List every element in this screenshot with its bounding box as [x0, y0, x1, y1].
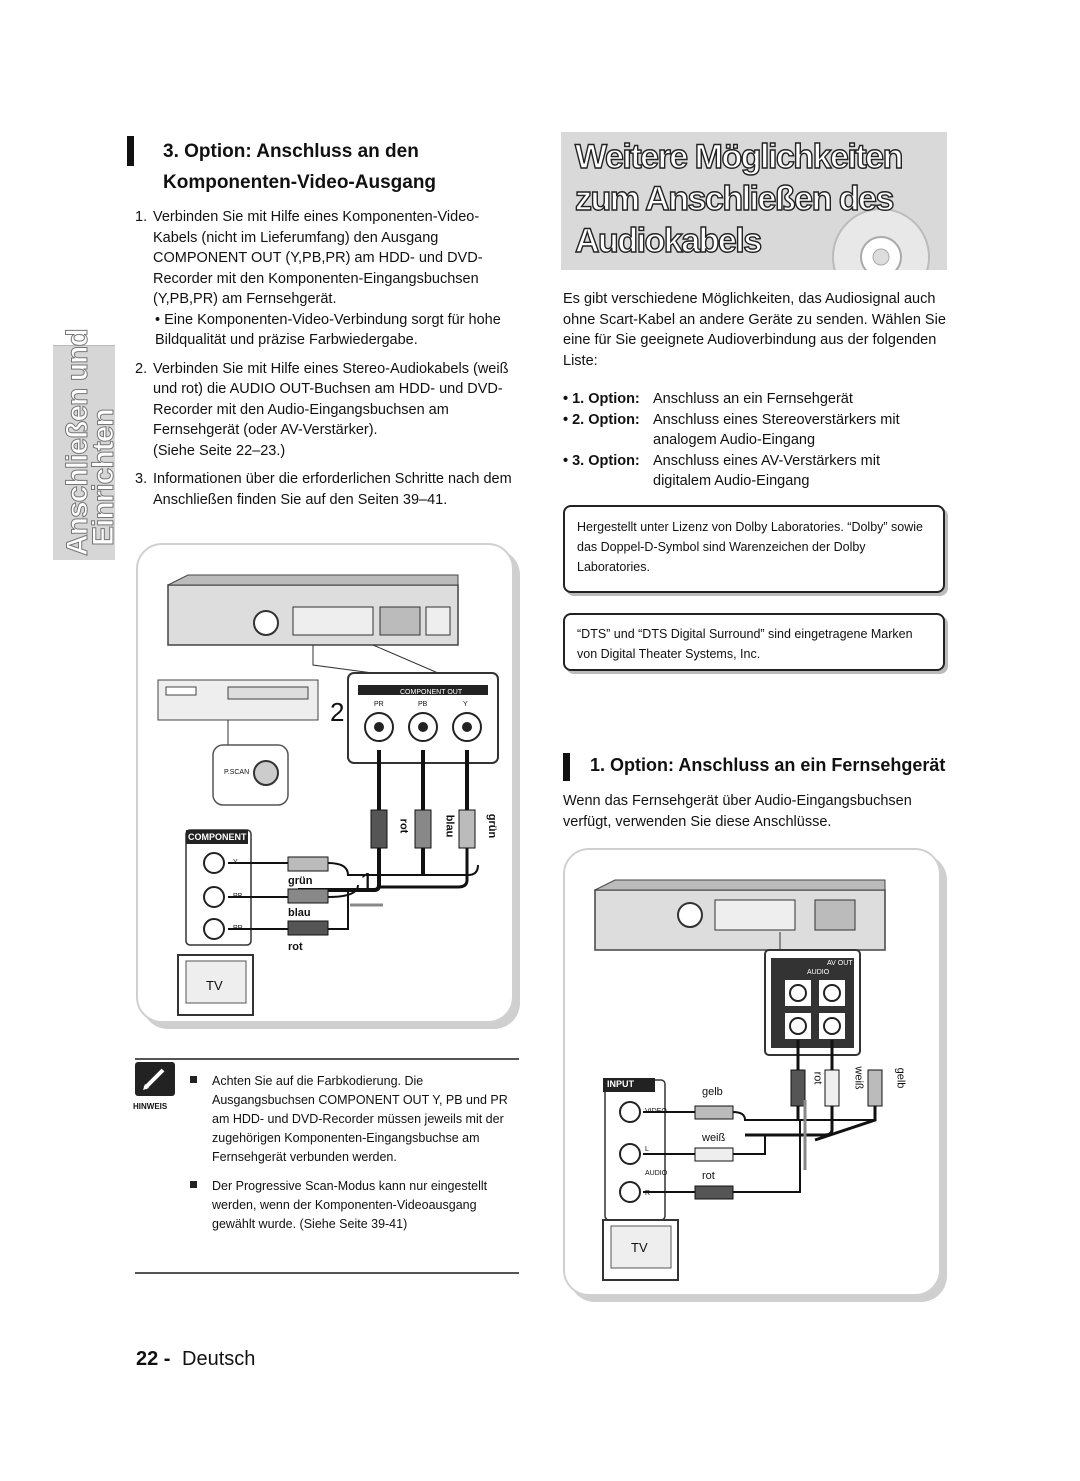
cable-label-blau: blau [288, 907, 311, 919]
cable-label-rot: rot [702, 1170, 715, 1182]
subheading-marker [563, 753, 570, 781]
l-jack-label: L [645, 1146, 649, 1153]
component-out-panel [347, 672, 499, 764]
section-side-tab: Anschließen und Einrichten [53, 329, 121, 560]
recorder-front-panel [157, 679, 319, 721]
jack-label-pb: PB [418, 701, 428, 708]
note-item: Der Progressive Scan-Modus kann nur eing… [190, 1177, 510, 1234]
dts-notice: “DTS” und “DTS Digital Surround” sind ei… [563, 613, 945, 671]
cable-label-rot-top: rot [811, 1071, 824, 1085]
component-connection-diagram: COMPONENT OUT PR PB Y 2 1 P.SCAN COMPONE… [136, 543, 514, 1023]
step-2-marker: 2 [330, 697, 345, 727]
cable-label-gelb-top: gelb [894, 1067, 907, 1089]
page-title-line2: zum Anschließen des [574, 179, 895, 218]
av-out-label: AV OUT [827, 960, 853, 967]
jack-label-y: Y [463, 701, 468, 708]
recorder-rear-panel [167, 574, 459, 646]
av-out-panel [764, 949, 861, 1056]
left-steps: 1. Verbinden Sie mit Hilfe eines Kompone… [135, 207, 513, 518]
note-top-rule [135, 1058, 519, 1060]
tv-component-panel [185, 829, 252, 946]
option1-heading: 1. Option: Anschluss an ein Fernsehgerät [590, 755, 946, 775]
note-pencil-icon [135, 1062, 175, 1096]
option-item: • 2. Option: Anschluss eines Stereoverst… [563, 411, 900, 449]
page-title-line1: Weitere Möglichkeiten [574, 137, 904, 176]
step-text: Verbinden Sie mit Hilfe eines Komponente… [153, 209, 483, 307]
note-list: Achten Sie auf die Farbkodierung. Die Au… [190, 1072, 510, 1234]
option1-text: Wenn das Fernsehgerät über Audio-Eingang… [563, 793, 912, 830]
cable-label-rot-top: rot [397, 818, 410, 834]
intro-text: Es gibt verschiedene Möglichkeiten, das … [563, 291, 946, 369]
audio-diagram-svg [594, 879, 886, 1281]
tv-jack-pr: PR [233, 925, 243, 932]
step-text: Verbinden Sie mit Hilfe eines Stereo-Aud… [153, 360, 509, 439]
page-number: 22 - [136, 1348, 171, 1370]
note-bottom-rule [135, 1272, 519, 1274]
step-sub: (Siehe Seite 22–23.) [153, 442, 286, 459]
step-sub: • Eine Komponenten-Video-Verbindung sorg… [155, 311, 501, 349]
cable-label-blau-top: blau [443, 814, 456, 838]
step-item: 1. Verbinden Sie mit Hilfe eines Kompone… [135, 207, 513, 351]
diagram-svg [157, 574, 499, 1016]
dolby-notice: Hergestellt unter Lizenz von Dolby Labor… [563, 505, 945, 593]
rca-plugs-tv [694, 1105, 734, 1200]
r-jack-label: R [645, 1190, 651, 1197]
tv-label: TV [631, 1240, 648, 1255]
left-heading-line1: 3. Option: Anschluss an den [163, 141, 419, 162]
component-out-label: COMPONENT OUT [400, 689, 463, 696]
input-label: INPUT [607, 1079, 634, 1089]
rca-plugs-tv [287, 856, 329, 936]
tv-icon [177, 954, 254, 1016]
cable-label-gelb: gelb [702, 1086, 723, 1098]
step-item: 3. Informationen über die erforderlichen… [135, 471, 512, 508]
tv-jack-pb: PB [233, 893, 243, 900]
step-text: Informationen über die erforderlichen Sc… [153, 471, 512, 508]
step-item: 2. Verbinden Sie mit Hilfe eines Stereo-… [135, 359, 513, 462]
cable-label-rot: rot [288, 941, 303, 953]
tv-jack-y: Y [233, 859, 238, 866]
note-label: HINWEIS [133, 1102, 168, 1111]
heading-marker [127, 136, 134, 166]
left-heading-line2: Komponenten-Video-Ausgang [163, 172, 437, 193]
pscan-callout [212, 744, 289, 806]
step-1-marker: 1 [360, 867, 375, 897]
note-item: Achten Sie auf die Farbkodierung. Die Au… [190, 1072, 510, 1167]
recorder-rear-panel [594, 879, 886, 951]
page-title-box: Weitere Möglichkeiten zum Anschließen de… [561, 132, 947, 270]
option-item: • 3. Option: Anschluss eines AV-Verstärk… [563, 452, 880, 490]
tv-icon [602, 1219, 679, 1281]
page-title-line3: Audiokabels [574, 221, 763, 260]
cable-label-gruen-top: grün [486, 813, 499, 839]
video-jack-label: VIDEO [645, 1108, 667, 1115]
rca-plugs-top [790, 1069, 883, 1107]
side-tab-line2: Einrichten [87, 409, 121, 547]
cable-label-gruen: grün [288, 875, 313, 887]
cable-label-weiss-top: weiß [852, 1066, 865, 1090]
audio-jack-label: AUDIO [645, 1170, 668, 1177]
jack-label-pr: PR [374, 701, 384, 708]
cable-label-weiss: weiß [702, 1132, 726, 1144]
tv-input-panel [603, 1078, 666, 1221]
option-list: • 1. Option: Anschluss an ein Fernsehger… [563, 389, 947, 492]
option-item: • 1. Option: Anschluss an ein Fernsehger… [563, 391, 853, 407]
disc-decoration-icon [832, 208, 930, 270]
rca-plugs-top [370, 809, 476, 849]
pscan-label: P.SCAN [224, 769, 250, 776]
audio-connection-diagram: AV OUT AUDIO INPUT VIDEO L AUDIO R gelb … [563, 848, 941, 1296]
page-language: Deutsch [182, 1348, 256, 1370]
tv-label: TV [206, 978, 223, 993]
component-label: COMPONENT [188, 832, 247, 842]
pscan-button-icon [253, 760, 279, 786]
audio-out-label: AUDIO [807, 969, 830, 976]
